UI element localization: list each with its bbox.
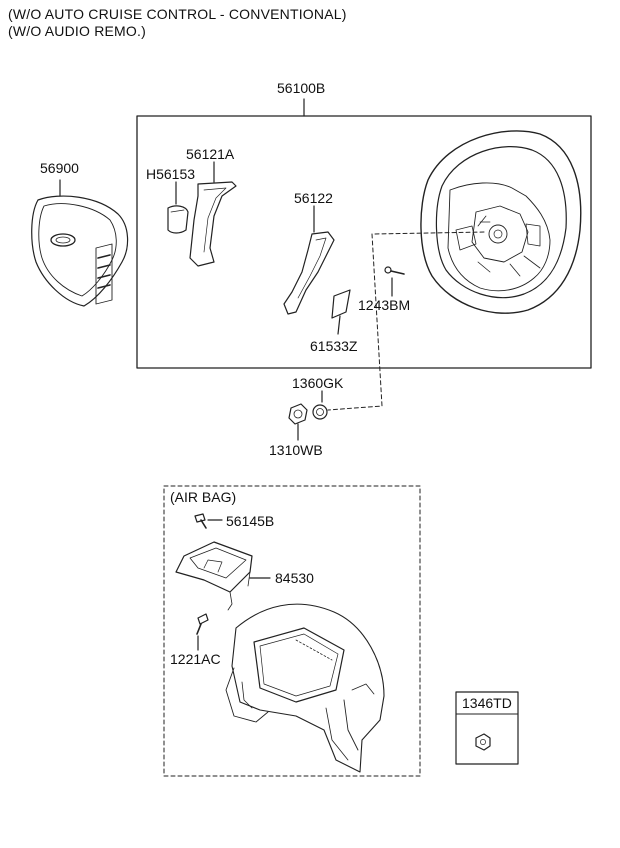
label-56122: 56122: [294, 190, 333, 206]
steering-assembly-frame: [136, 115, 592, 369]
airbag-module-icon: [31, 179, 129, 307]
label-56100b: 56100B: [277, 80, 326, 96]
header-line-1: (W/O AUTO CRUISE CONTROL - CONVENTIONAL): [8, 6, 347, 22]
label-84530: 84530: [275, 570, 314, 586]
cover-h56153-icon: [167, 181, 189, 234]
washer-1360gk-icon: [312, 404, 328, 420]
label-1243bm: 1243BM: [358, 297, 411, 313]
dashboard-panel-icon: [225, 603, 385, 773]
steering-wheel-icon: [420, 130, 582, 314]
nut-1346td-icon: [475, 733, 491, 751]
label-1310wb: 1310WB: [269, 442, 323, 458]
label-1221ac: 1221AC: [170, 651, 221, 667]
label-56900: 56900: [40, 160, 79, 176]
bolt-56145b-icon: [194, 513, 223, 529]
label-56121a: 56121A: [186, 146, 235, 162]
switch-61533z-icon: [331, 289, 351, 335]
label-1360gk: 1360GK: [292, 375, 344, 391]
cover-56122-icon: [283, 205, 335, 315]
header-line-2: (W/O AUDIO REMO.): [8, 23, 146, 39]
nut-1346td-frame: [455, 691, 519, 765]
bolt-1221ac-icon: [196, 613, 209, 651]
cover-56121a-icon: [189, 161, 237, 267]
label-1346td: 1346TD: [462, 695, 512, 711]
label-h56153: H56153: [146, 166, 196, 182]
dashed-leader: [327, 231, 485, 411]
nut-1310wb-icon: [288, 403, 308, 441]
label-61533z: 61533Z: [310, 338, 358, 354]
label-56145b: 56145B: [226, 513, 275, 529]
passenger-airbag-84530-icon: [175, 541, 271, 611]
label-airbag-group: (AIR BAG): [170, 489, 237, 505]
bolt-1243bm-icon: [384, 266, 405, 297]
airbag-group-frame: [163, 485, 421, 777]
